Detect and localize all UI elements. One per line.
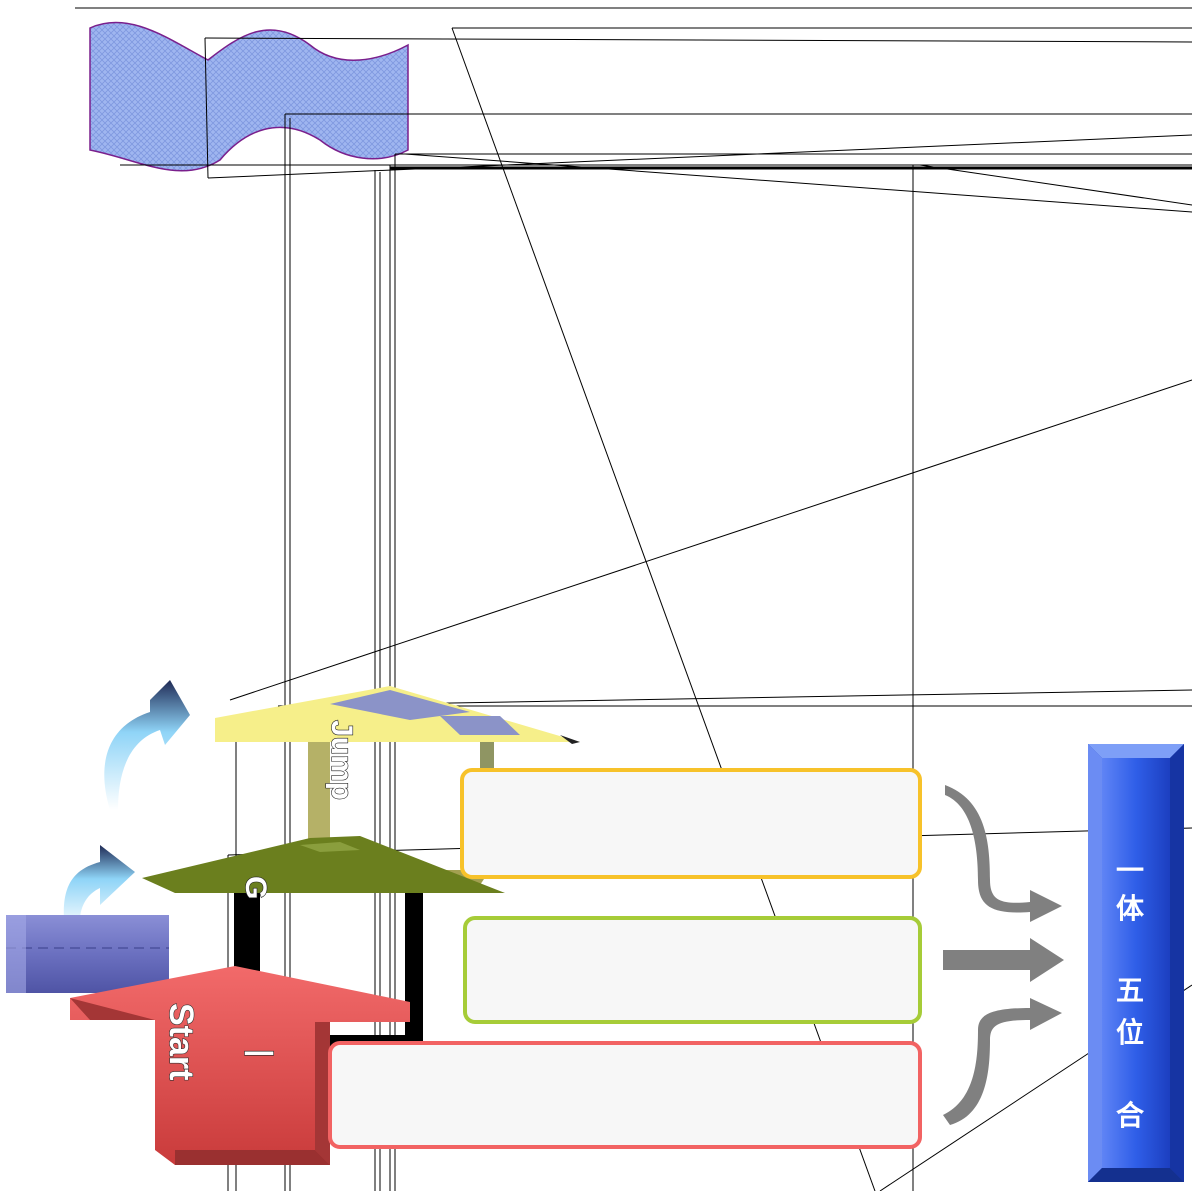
jump-label: Jump [325,720,358,800]
wave-flag-icon [89,21,409,172]
banner-char-4: 位 [1116,1016,1144,1049]
start-sub-label: 一 [244,1039,274,1072]
summary-banner: 一 体 五 位 合 [1088,744,1184,1182]
content-box-2 [463,916,922,1024]
curved-arrow-lower-icon [63,845,135,930]
cylinder-shape [6,915,169,993]
curved-arrow-upper-icon [104,680,190,810]
content-box-3 [328,1041,922,1149]
banner-char-1: 一 [1116,854,1144,887]
step-go: G [142,836,505,1049]
banner-char-5: 合 [1116,1099,1145,1132]
go-label: G [239,876,272,899]
banner-char-2: 体 [1116,892,1145,925]
arrow-middle-icon [943,938,1064,982]
arrow-bottom-icon [943,998,1062,1125]
step-start: Start 一 [70,966,410,1165]
start-label: Start [162,1003,200,1080]
banner-char-3: 五 [1116,974,1144,1007]
arrow-top-icon [945,785,1062,922]
content-box-1 [460,768,922,879]
